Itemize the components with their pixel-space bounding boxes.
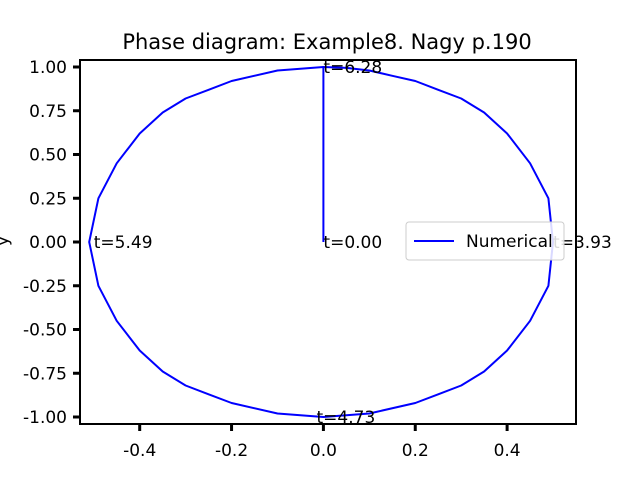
x-tick-label: 0.4 <box>494 441 521 461</box>
x-tick-label: 0.2 <box>402 441 429 461</box>
y-tick-label: -0.50 <box>23 321 67 341</box>
x-tick-label: 0.0 <box>310 441 337 461</box>
y-tick-label: 0.25 <box>29 189 67 209</box>
x-axis: -0.4 -0.2 0.0 0.2 0.4 <box>123 424 521 461</box>
x-tick-label: -0.4 <box>123 441 156 461</box>
chart-title: Phase diagram: Example8. Nagy p.190 <box>122 30 531 54</box>
y-tick-label: -0.25 <box>23 277 67 297</box>
time-annotation: t=4.73 <box>317 408 376 428</box>
x-axis-label: x <box>322 475 332 480</box>
time-annotation: t=6.28 <box>323 58 382 78</box>
series-line-numerical <box>88 66 554 418</box>
time-annotation: t=5.49 <box>94 233 153 253</box>
y-tick-label: 0.75 <box>29 102 67 122</box>
legend-box <box>405 221 565 261</box>
y-tick-label: -1.00 <box>23 408 67 428</box>
y-tick-label: 0.00 <box>29 233 67 253</box>
series-layer <box>88 66 554 418</box>
time-annotation: t=3.93 <box>553 233 612 253</box>
time-annotation: t=0.00 <box>323 233 382 253</box>
y-axis-label: y <box>0 236 13 246</box>
x-tick-label: -0.2 <box>215 441 248 461</box>
legend-label-numerical: Numerical <box>466 232 553 252</box>
y-axis: 1.00 0.75 0.50 0.25 0.00 -0.25 -0.50 -0.75 -1.00 <box>23 58 80 428</box>
y-tick-label: 1.00 <box>29 58 67 78</box>
annotation-layer: t=6.28 t=0.00 t=5.49 t=3.93 t=4.73 <box>94 58 612 428</box>
legend: Numerical <box>405 221 565 261</box>
y-tick-label: 0.50 <box>29 146 67 166</box>
y-tick-label: -0.75 <box>23 364 67 384</box>
